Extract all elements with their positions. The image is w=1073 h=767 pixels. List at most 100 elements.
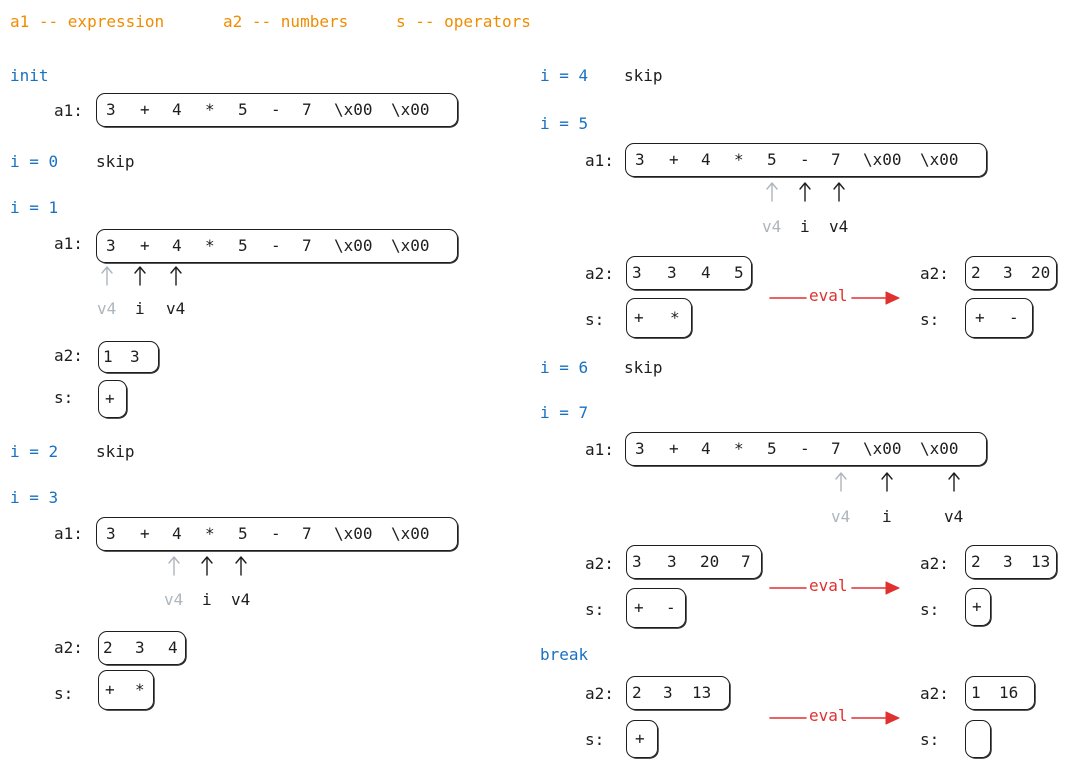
expression-cell: + — [140, 236, 150, 255]
operator-box — [98, 380, 127, 418]
pointer-i-label: i — [800, 217, 810, 236]
legend-a2: a2 -- numbers — [223, 12, 349, 31]
number-cell: 2 — [971, 263, 981, 282]
pointer-v4-old-label: v4 — [97, 299, 117, 318]
pointer-arrow-v4-old-icon — [100, 266, 114, 286]
number-cell: 20 — [1031, 263, 1051, 282]
expression-cell: \x00 — [334, 100, 373, 119]
pointer-v4-label: v4 — [829, 217, 849, 236]
a2-row-label: a2: — [585, 264, 614, 283]
expression-cell: \x00 — [391, 524, 430, 543]
number-cell: 5 — [734, 263, 744, 282]
number-cell: 3 — [632, 552, 642, 571]
expression-cell: * — [205, 100, 215, 119]
expression-cell: 4 — [701, 439, 711, 458]
eval-label: eval — [809, 576, 848, 595]
expression-cell: 4 — [172, 100, 182, 119]
a2-row-label: a2: — [54, 638, 83, 657]
number-cell: 13 — [692, 683, 712, 702]
pointer-arrow-v4-old-icon — [765, 182, 779, 202]
legend-a1: a1 -- expression — [10, 12, 165, 31]
a2-row-label: a2: — [920, 554, 949, 573]
expression-cell: \x00 — [391, 236, 430, 255]
operator-cell: + — [972, 597, 982, 616]
number-cell: 1 — [103, 347, 113, 366]
s-row-label: s: — [585, 600, 605, 619]
operator-cell: + — [635, 729, 645, 748]
number-cell: 13 — [1031, 552, 1051, 571]
eval-label: eval — [809, 286, 848, 305]
skip-text: skip — [624, 66, 663, 85]
number-box — [965, 545, 1057, 579]
expression-cell: - — [800, 439, 810, 458]
pointer-arrow-v4-icon — [832, 182, 846, 202]
expression-cell: + — [669, 439, 679, 458]
operator-box — [626, 298, 692, 338]
number-box — [626, 545, 762, 579]
eval-label: eval — [809, 706, 848, 725]
pointer-arrow-i-icon — [133, 266, 147, 286]
expression-cell: \x00 — [391, 100, 430, 119]
expression-box — [625, 432, 987, 466]
expression-cell: * — [205, 524, 215, 543]
pointer-arrow-v4-old-icon — [167, 556, 181, 576]
number-cell: 3 — [667, 263, 677, 282]
number-cell: 2 — [971, 552, 981, 571]
operator-cell: - — [1009, 308, 1019, 327]
pointer-v4-old-label: v4 — [831, 507, 851, 526]
pointer-arrow-v4-icon — [234, 556, 248, 576]
skip-text: skip — [96, 152, 135, 171]
expression-cell: + — [140, 524, 150, 543]
expression-cell: 5 — [767, 439, 777, 458]
step-break-label: break — [540, 645, 589, 664]
expression-cell: \x00 — [920, 439, 959, 458]
s-row-label: s: — [920, 600, 940, 619]
step-i2-label: i = 2 — [10, 442, 59, 461]
number-cell: 4 — [168, 638, 178, 657]
operator-box — [965, 588, 991, 626]
step-i5-label: i = 5 — [540, 114, 589, 133]
step-i4-label: i = 4 — [540, 66, 589, 85]
pointer-v4-old-label: v4 — [164, 590, 184, 609]
legend-s: s -- operators — [396, 12, 531, 31]
a2-row-label: a2: — [585, 684, 614, 703]
step-init-label: init — [10, 66, 49, 85]
s-row-label: s: — [54, 388, 74, 407]
expression-cell: 3 — [106, 236, 116, 255]
expression-cell: \x00 — [334, 236, 373, 255]
number-cell: 16 — [999, 683, 1019, 702]
expression-cell: \x00 — [863, 439, 902, 458]
expression-cell: 5 — [238, 236, 248, 255]
operator-box — [626, 720, 658, 758]
eval-arrow-icon: eval — [768, 707, 904, 729]
expression-cell: * — [205, 236, 215, 255]
s-row-label: s: — [54, 684, 74, 703]
expression-box — [96, 517, 458, 551]
expression-cell: * — [734, 439, 744, 458]
expression-cell: 3 — [106, 100, 116, 119]
number-cell: 3 — [667, 552, 677, 571]
pointer-arrow-v4-icon — [947, 472, 961, 492]
expression-cell: 7 — [302, 524, 312, 543]
expression-cell: 3 — [106, 524, 116, 543]
number-cell: 3 — [632, 263, 642, 282]
operator-cell: + — [105, 680, 115, 699]
a1-row-label: a1: — [54, 524, 83, 543]
pointer-arrow-i-icon — [798, 182, 812, 202]
expression-cell: + — [140, 100, 150, 119]
pointer-arrow-v4-icon — [169, 266, 183, 286]
expression-cell: - — [800, 150, 810, 169]
expression-cell: \x00 — [334, 524, 373, 543]
number-cell: 3 — [663, 683, 673, 702]
number-box — [98, 341, 159, 373]
expression-cell: \x00 — [863, 150, 902, 169]
step-i7-label: i = 7 — [540, 403, 589, 422]
expression-cell: - — [271, 524, 281, 543]
expression-cell: + — [669, 150, 679, 169]
expression-cell: 7 — [302, 100, 312, 119]
a1-row-label: a1: — [585, 440, 614, 459]
step-i6-label: i = 6 — [540, 358, 589, 377]
s-row-label: s: — [585, 730, 605, 749]
a2-row-label: a2: — [585, 554, 614, 573]
a2-row-label: a2: — [54, 346, 83, 365]
